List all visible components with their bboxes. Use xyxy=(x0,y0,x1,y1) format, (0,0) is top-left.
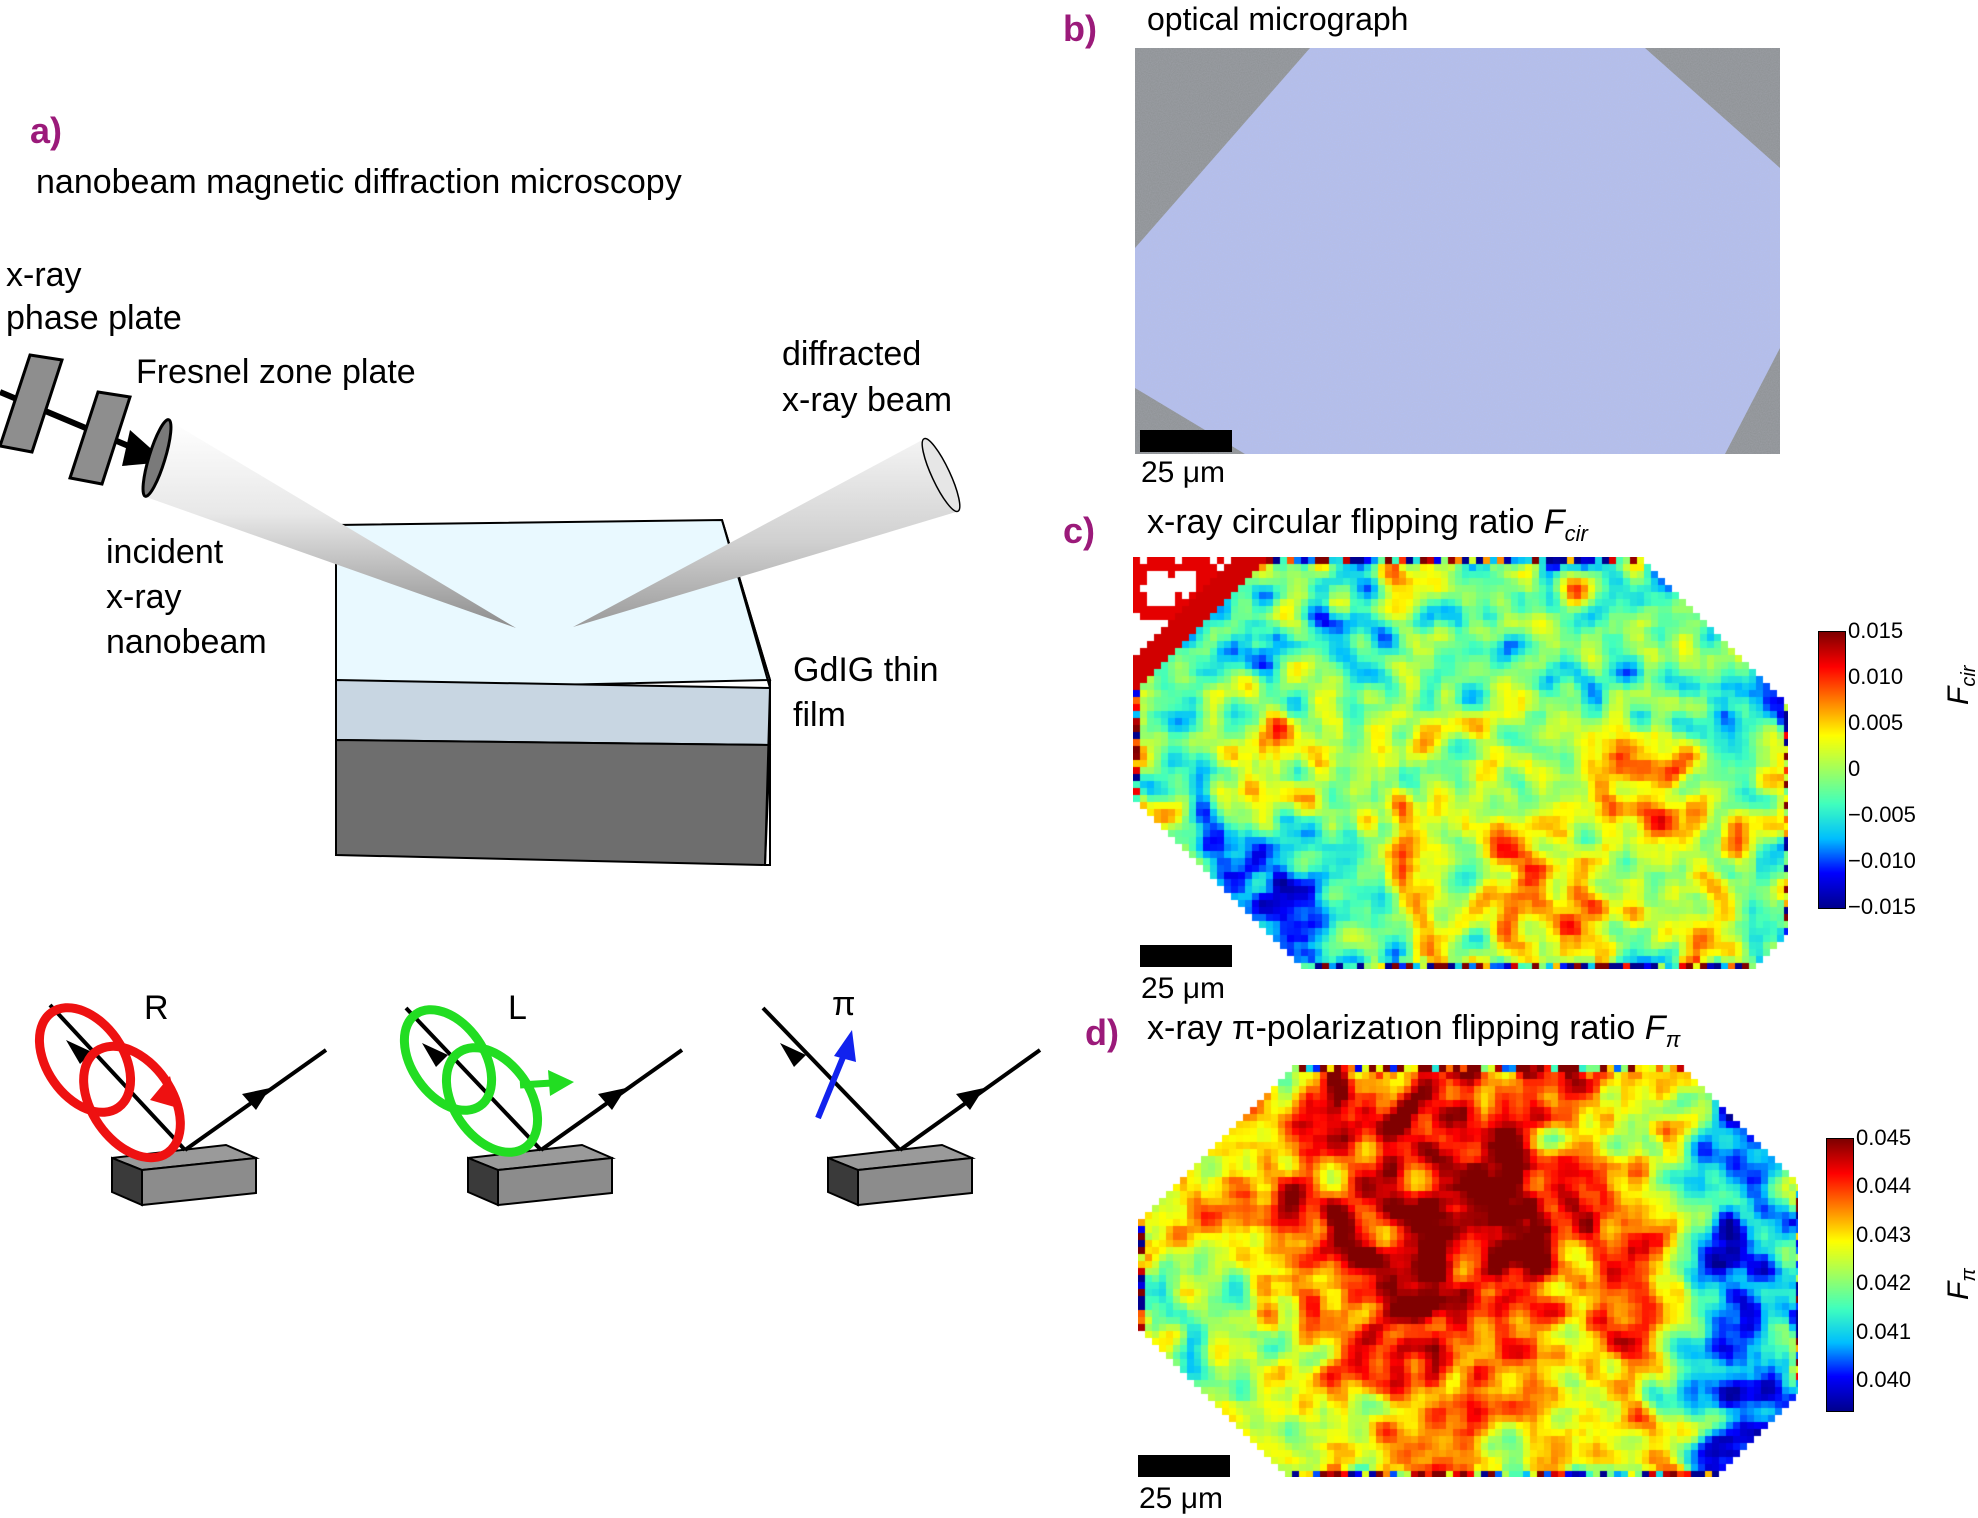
label-incident-2: x-ray xyxy=(106,578,182,616)
pol-R-sketch xyxy=(34,1003,328,1207)
panel-c-letter: c) xyxy=(1063,510,1096,551)
colorbar-tick-label: 0.043 xyxy=(1856,1221,1912,1247)
label-film-1: GdIG thin xyxy=(793,651,939,689)
colorbar-tick-label: 0.044 xyxy=(1856,1173,1912,1199)
pol-L-sketch xyxy=(399,1005,684,1207)
pol-pi-sketch xyxy=(761,1006,1042,1207)
panel-d-title-sub: π xyxy=(1665,1026,1681,1052)
panel-c-title-sym: F xyxy=(1543,503,1565,541)
scale-bar-c xyxy=(1140,945,1232,967)
fcir-colorbar-label: Fcir xyxy=(1942,666,1978,705)
fpi-colorbar-label-sym: F xyxy=(1942,1281,1975,1300)
panel-a-title: nanobeam magnetic diffraction microscopy xyxy=(36,163,682,201)
panel-d-letter: d) xyxy=(1085,1012,1119,1053)
colorbar-tick-label: 0.040 xyxy=(1856,1367,1912,1392)
optical-micrograph xyxy=(1135,48,1780,454)
setup-diagram xyxy=(0,353,1042,1207)
label-phase-plate-1: x-ray xyxy=(6,256,82,294)
panel-d-title-sym: F xyxy=(1644,1009,1666,1047)
gdig-film-block xyxy=(335,518,772,867)
colorbar-tick-label: −0.005 xyxy=(1848,802,1916,827)
colorbar-tick-label: 0.041 xyxy=(1856,1318,1912,1344)
label-film-2: film xyxy=(793,696,846,734)
fcir-colorbar xyxy=(1818,631,1846,909)
label-phase-plate-2: phase plate xyxy=(6,299,182,337)
fpi-colorbar-label: Fπ xyxy=(1942,1268,1978,1300)
panel-c-title: x-ray circular flipping ratio Fcir xyxy=(1147,502,1588,547)
scale-bar-d xyxy=(1138,1455,1230,1477)
panel-d-title: x-ray π-polarizatıon flipping ratio Fπ xyxy=(1147,1008,1680,1053)
panel-a-letter: a) xyxy=(30,110,63,151)
panel-b-title: optical micrograph xyxy=(1147,1,1409,37)
colorbar-tick-label: 0.042 xyxy=(1856,1270,1912,1296)
label-zone-plate: Fresnel zone plate xyxy=(136,353,416,391)
label-pol-L: L xyxy=(508,989,527,1027)
fpi-heatmap xyxy=(1138,1065,1798,1477)
phase-plate xyxy=(0,353,132,486)
fcir-heatmap xyxy=(1133,557,1788,969)
diffracted-beam-cone xyxy=(573,437,961,627)
scale-text-b: 25 μm xyxy=(1141,456,1225,489)
label-incident-1: incident xyxy=(106,533,224,571)
panel-d-title-main: x-ray π-polarizatıon flipping ratio xyxy=(1147,1009,1645,1047)
label-pol-pi: π xyxy=(832,985,856,1023)
fpi-colorbar xyxy=(1826,1138,1854,1412)
label-diffracted-2: x-ray beam xyxy=(782,381,953,419)
fcir-colorbar-label-sym: F xyxy=(1942,686,1975,705)
colorbar-tick-label: 0.010 xyxy=(1848,664,1904,689)
colorbar-tick-label: −0.015 xyxy=(1848,894,1916,919)
panel-b-letter: b) xyxy=(1063,8,1097,49)
scale-bar-b xyxy=(1140,430,1232,452)
scale-text-c: 25 μm xyxy=(1141,972,1225,1005)
fresnel-zone-plate-cone xyxy=(141,418,516,628)
colorbar-tick-label: 0.005 xyxy=(1848,710,1904,735)
colorbar-tick-label: 0 xyxy=(1848,756,1861,781)
fcir-colorbar-label-sub: cir xyxy=(1958,665,1978,687)
panel-c-title-sub: cir xyxy=(1564,520,1588,546)
label-diffracted-1: diffracted xyxy=(782,335,922,373)
panel-c-title-main: x-ray circular flipping ratio xyxy=(1147,503,1544,541)
colorbar-tick-label: −0.010 xyxy=(1848,848,1916,873)
fpi-colorbar-label-sub: π xyxy=(1958,1268,1978,1282)
colorbar-tick-label: 0.045 xyxy=(1856,1125,1912,1150)
scale-text-d: 25 μm xyxy=(1139,1482,1223,1515)
label-incident-3: nanobeam xyxy=(106,623,267,661)
colorbar-tick-label: 0.015 xyxy=(1848,618,1904,643)
label-pol-R: R xyxy=(144,989,169,1027)
